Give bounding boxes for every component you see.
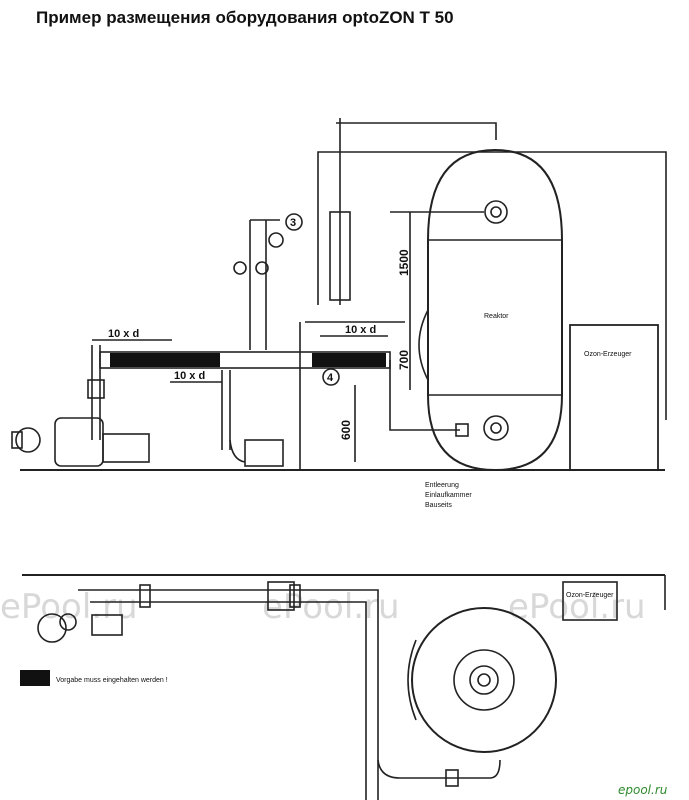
plan-main-pipe-inner bbox=[90, 601, 367, 800]
top-view-lines bbox=[11, 118, 667, 472]
required-section-left bbox=[110, 353, 220, 367]
plan-pump-strainer bbox=[37, 613, 67, 643]
marker-4-circle bbox=[322, 368, 340, 386]
pressure-gauge-left bbox=[233, 261, 247, 275]
reactor-top-nozzle-inner bbox=[490, 206, 502, 218]
dim-600: 600 bbox=[339, 420, 353, 440]
drain-label-line3: Bauseits bbox=[425, 502, 452, 509]
pump-body bbox=[54, 417, 104, 467]
vent-tube bbox=[336, 122, 497, 140]
legend-swatch bbox=[20, 670, 50, 686]
left-valve bbox=[87, 379, 105, 399]
return-pipe bbox=[389, 360, 460, 431]
plan-reactor-nozzle bbox=[469, 665, 499, 695]
required-sections bbox=[110, 353, 386, 367]
pump-strainer bbox=[15, 427, 41, 453]
plan-pump-cap bbox=[59, 613, 77, 631]
watermark-left: ePool.ru bbox=[0, 587, 138, 627]
pressure-gauge-mid bbox=[255, 261, 269, 275]
site-logo: epool.ru bbox=[618, 783, 668, 797]
reaktor-label: Reaktor bbox=[484, 313, 509, 320]
watermark-middle: ePool.ru bbox=[262, 587, 400, 627]
pressure-gauge-top bbox=[268, 232, 284, 248]
ozon-erzeuger-top-label: Ozon-Erzeuger bbox=[584, 351, 632, 358]
plan-injector bbox=[267, 581, 295, 611]
legend-text: Vorgabe muss eingehalten werden ! bbox=[56, 677, 168, 684]
drain-valve bbox=[455, 423, 469, 437]
plan-flange-left bbox=[139, 584, 151, 608]
ozone-tube bbox=[317, 151, 667, 420]
reactor-bottom-nozzle bbox=[483, 415, 509, 441]
dim-10xd-mid: 10 x d bbox=[174, 370, 205, 382]
reactor-side-port bbox=[418, 309, 429, 381]
reactor-top-nozzle bbox=[484, 200, 508, 224]
dim-1500: 1500 bbox=[397, 249, 411, 276]
ozone-generator-box bbox=[569, 324, 659, 471]
booster-pump bbox=[244, 439, 284, 467]
flowmeter bbox=[329, 211, 351, 301]
dim-700: 700 bbox=[397, 350, 411, 370]
drain-label-line2: Einlaufkammer bbox=[425, 492, 472, 499]
plan-main-pipe bbox=[78, 589, 379, 800]
marker-4: 4 bbox=[327, 372, 334, 384]
plan-reactor-port bbox=[407, 639, 417, 721]
drain-label-line1: Entleerung bbox=[425, 482, 459, 489]
marker-3-circle bbox=[285, 213, 303, 231]
pump-inlet bbox=[11, 431, 23, 449]
reactor-vessel bbox=[427, 148, 563, 472]
page-title: Пример размещения оборудования optoZON T… bbox=[36, 8, 454, 27]
plan-reactor-nozzle-inner bbox=[477, 673, 491, 687]
reactor-bottom-nozzle-inner bbox=[490, 422, 502, 434]
pump-motor bbox=[102, 433, 150, 463]
plan-view-lines bbox=[22, 574, 666, 800]
ozon-erzeuger-bottom-label: Ozon-Erzeuger bbox=[566, 592, 614, 599]
marker-3: 3 bbox=[290, 217, 296, 229]
plan-return-pipe bbox=[377, 759, 501, 779]
dim-10xd-right: 10 x d bbox=[345, 324, 376, 336]
plan-drain-valve bbox=[445, 769, 459, 787]
plan-pump-motor bbox=[91, 614, 123, 636]
plan-reactor bbox=[411, 607, 557, 753]
dim-10xd-left: 10 x d bbox=[108, 328, 139, 340]
booster-elbow bbox=[229, 439, 246, 463]
plan-flange-right bbox=[289, 584, 301, 608]
required-section-right bbox=[312, 353, 386, 367]
plan-ozone-generator bbox=[562, 581, 618, 621]
left-riser-pipe bbox=[91, 345, 101, 440]
plan-reactor-lid bbox=[453, 649, 515, 711]
